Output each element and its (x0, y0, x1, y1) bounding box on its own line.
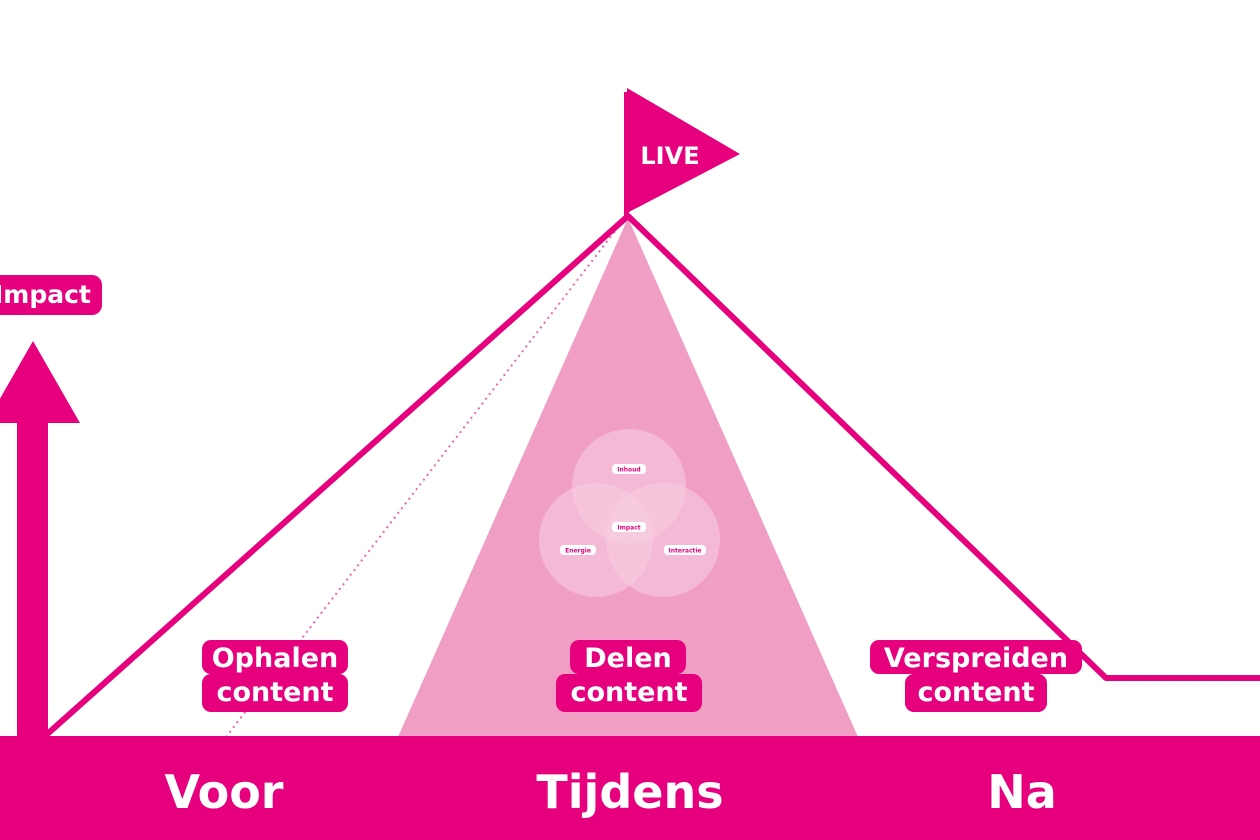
impact-arrow-shaft (17, 415, 48, 745)
svg-text:content: content (917, 677, 1034, 708)
stage-tag-ophalen: Ophalen content (202, 640, 348, 712)
rising-line (41, 213, 631, 740)
venn-diagram: Inhoud Impact Energie Interactie (539, 429, 720, 597)
impact-arrow-head (0, 341, 80, 423)
venn-circle-right (606, 483, 720, 597)
live-flag-text: LIVE (640, 142, 699, 170)
svg-text:Ophalen: Ophalen (212, 643, 339, 674)
svg-text:content: content (570, 677, 687, 708)
phase-voor: Voor (165, 765, 284, 819)
phase-na: Na (987, 765, 1057, 819)
phase-tijdens: Tijdens (536, 765, 723, 819)
live-flag: LIVE (624, 88, 740, 220)
stage-tag-verspreiden: Verspreiden content (870, 640, 1082, 712)
svg-text:Verspreiden: Verspreiden (884, 643, 1068, 674)
impact-axis-label-text: Impact (0, 280, 91, 309)
venn-label-center: Impact (612, 522, 646, 532)
svg-text:Delen: Delen (584, 643, 672, 674)
venn-label-right: Interactie (664, 545, 706, 555)
stage-tag-delen: Delen content (556, 640, 702, 712)
impact-axis-label: Impact (0, 275, 102, 315)
venn-label-top: Inhoud (612, 464, 646, 474)
svg-text:Impact: Impact (617, 525, 640, 532)
svg-text:Interactie: Interactie (669, 548, 702, 555)
svg-text:Inhoud: Inhoud (617, 467, 640, 474)
venn-label-left: Energie (560, 545, 596, 555)
phase-bar (0, 736, 1260, 840)
falling-line (625, 213, 1260, 681)
svg-text:content: content (216, 677, 333, 708)
svg-text:Energie: Energie (565, 548, 591, 555)
